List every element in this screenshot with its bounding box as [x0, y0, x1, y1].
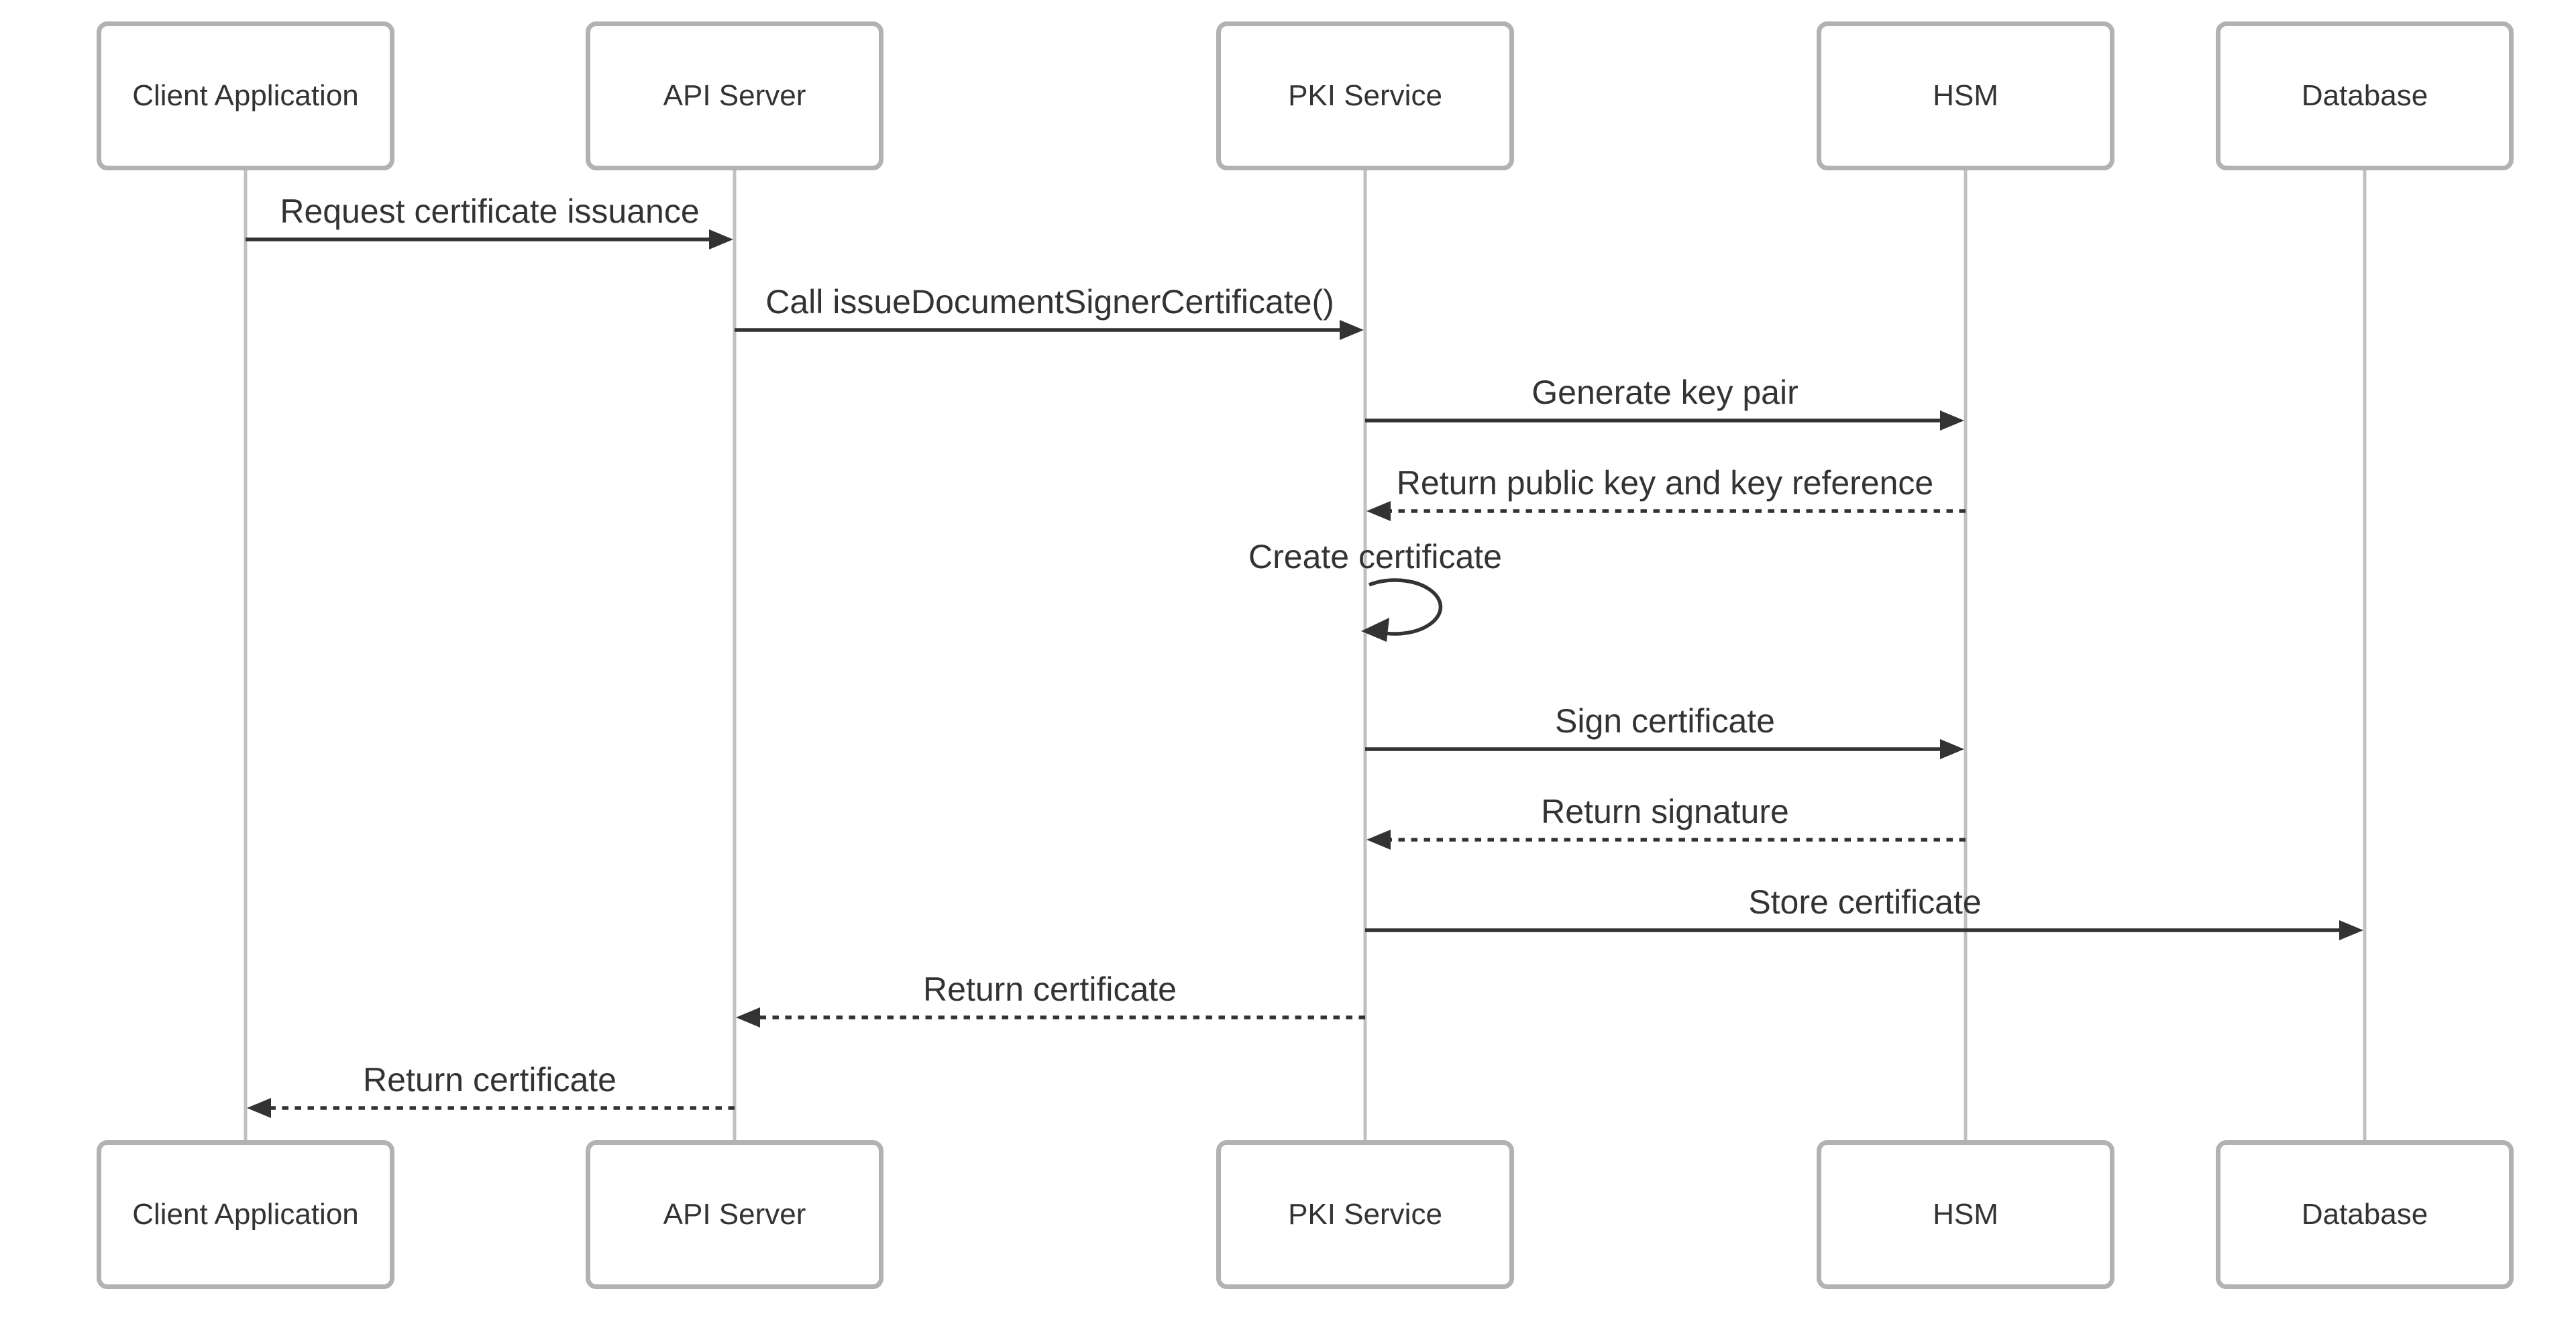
actor-label: HSM: [1933, 79, 1998, 112]
message-arrow-10: [247, 1098, 735, 1118]
message-label-10: Return certificate: [363, 1061, 616, 1099]
actor-bottom-pki: PKI Service: [1216, 1140, 1514, 1289]
actor-bottom-api: API Server: [586, 1140, 883, 1289]
message-arrow-9: [736, 1007, 1365, 1027]
message-label-2: Call issueDocumentSignerCertificate(): [765, 283, 1334, 321]
message-label-4: Return public key and key reference: [1396, 464, 1934, 502]
message-label-8: Store certificate: [1748, 883, 1982, 921]
message-label-3: Generate key pair: [1532, 374, 1799, 411]
message-arrow-3: [1365, 410, 1964, 431]
message-label-9: Return certificate: [923, 970, 1177, 1008]
actor-label: API Server: [663, 1198, 806, 1231]
actor-bottom-client: Client Application: [97, 1140, 394, 1289]
actor-bottom-hsm: HSM: [1817, 1140, 2114, 1289]
actor-label: HSM: [1933, 1198, 1998, 1231]
actor-top-database: Database: [2216, 21, 2514, 170]
message-arrow-4: [1366, 501, 1966, 521]
actor-label: Client Application: [132, 79, 359, 112]
message-label-7: Return signature: [1541, 793, 1789, 830]
actor-bottom-database: Database: [2216, 1140, 2514, 1289]
actor-label: Client Application: [132, 1198, 359, 1231]
message-label-1: Request certificate issuance: [280, 192, 700, 230]
message-arrow-6: [1365, 739, 1964, 759]
actor-top-api: API Server: [586, 21, 883, 170]
message-label-5: Create certificate: [1248, 538, 1502, 575]
actor-top-client: Client Application: [97, 21, 394, 170]
actor-label: Database: [2301, 1198, 2428, 1231]
actor-top-pki: PKI Service: [1216, 21, 1514, 170]
message-arrow-2: [735, 320, 1364, 340]
actor-label: PKI Service: [1288, 79, 1442, 112]
message-arrow-1: [246, 229, 733, 249]
message-arrow-8: [1365, 920, 2363, 940]
self-loop-arrow: [1361, 578, 1443, 642]
actor-top-hsm: HSM: [1817, 21, 2114, 170]
actor-label: API Server: [663, 79, 806, 112]
actor-label: PKI Service: [1288, 1198, 1442, 1231]
message-arrow-7: [1366, 830, 1966, 850]
actor-label: Database: [2301, 79, 2428, 112]
message-label-6: Sign certificate: [1555, 702, 1775, 740]
